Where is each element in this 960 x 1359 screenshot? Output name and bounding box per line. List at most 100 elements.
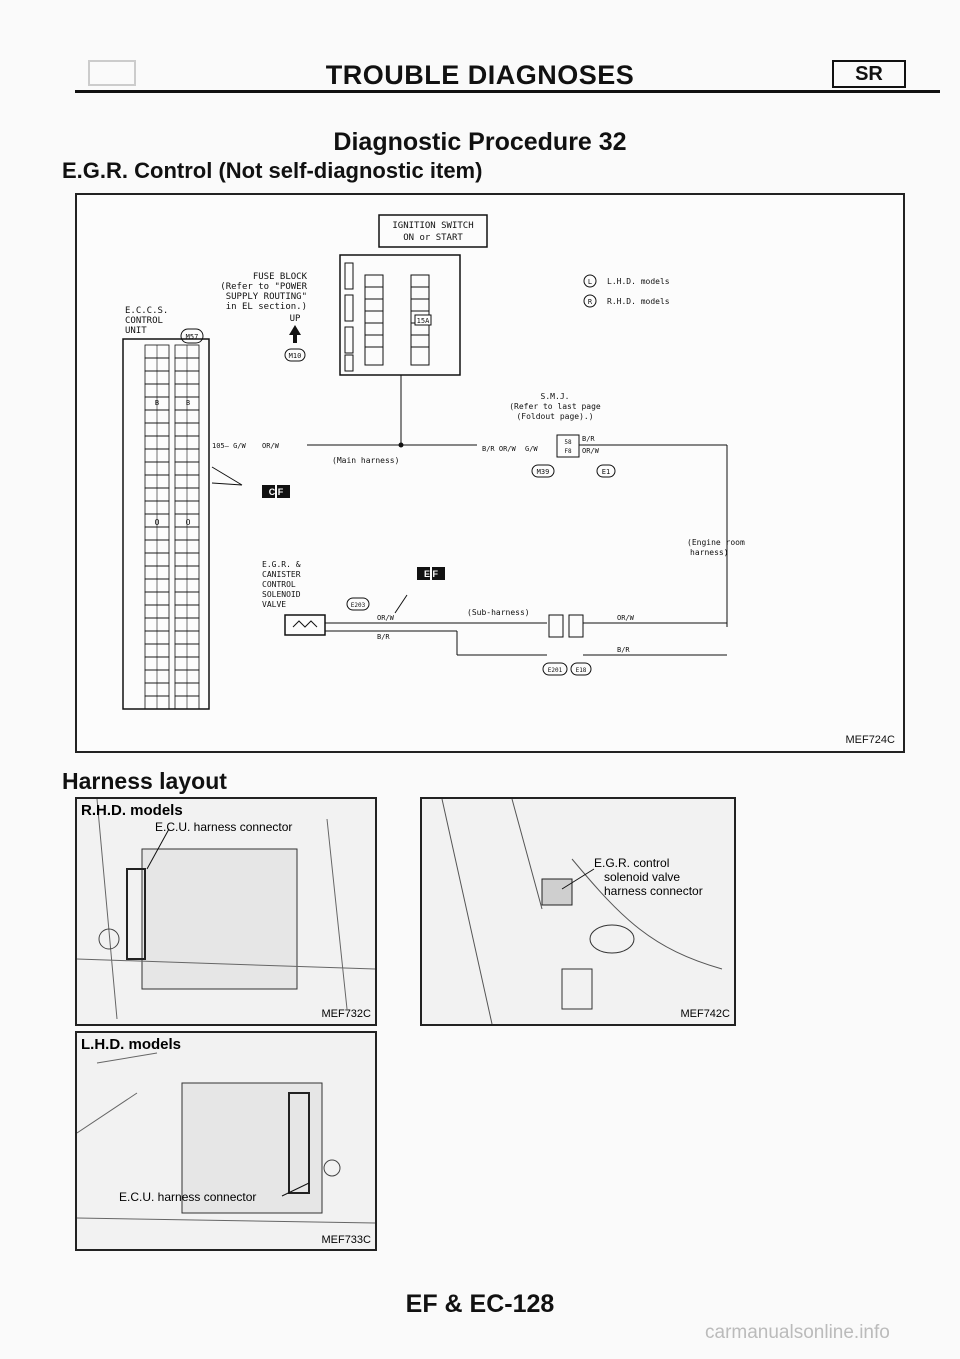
- wire-105: 105— G/W: [212, 442, 247, 450]
- connector-e1-icon: [596, 464, 616, 478]
- smj-label-1: S.M.J.: [541, 392, 570, 401]
- wire-br-right: B/R: [582, 435, 595, 443]
- lhd-callout: E.C.U. harness connector: [119, 1190, 256, 1204]
- egr-wire-br: B/R: [377, 633, 390, 641]
- fuse-block-label-3: SUPPLY ROUTING": [226, 292, 307, 302]
- fuse-block-label-4: in EL section.): [226, 302, 307, 312]
- solenoid-coil-icon: [292, 620, 318, 628]
- ef-label: E F: [424, 569, 439, 579]
- connector-e18: E18: [576, 667, 587, 674]
- sub-harness-label: (Sub-harness): [467, 608, 530, 617]
- diagram-code: MEF724C: [845, 734, 895, 746]
- wire-or-w: OR/W: [262, 442, 280, 450]
- connector-m39: M39: [537, 468, 550, 476]
- ef-box-f: [432, 567, 445, 580]
- fuse-block-label-1: FUSE BLOCK: [253, 272, 308, 282]
- connector-m39-icon: [531, 464, 555, 478]
- smj-connector-box: [556, 434, 580, 458]
- page-header-title: TROUBLE DIAGNOSES: [325, 60, 635, 90]
- connector-m57-icon: [180, 328, 204, 344]
- rhd-code: MEF732C: [321, 1008, 371, 1020]
- procedure-title: Diagnostic Procedure 32: [333, 128, 627, 156]
- ecu-label-2: CONTROL: [125, 316, 163, 326]
- cf-box-f: [277, 485, 290, 498]
- rhd-symbol-icon: [583, 294, 597, 308]
- fuse-15a-box: [414, 314, 432, 326]
- wire-gw: G/W: [525, 445, 538, 453]
- egr-label-4: SOLENOID: [262, 590, 301, 599]
- egr-callout-1: E.G.R. control: [594, 856, 669, 870]
- smj-label-3: (Foldout page).): [516, 412, 593, 421]
- main-harness-label: (Main harness): [332, 456, 399, 465]
- egr-label-1: E.G.R. &: [262, 560, 301, 569]
- fuse-block-frame: [339, 254, 461, 376]
- splice-dot: [398, 442, 404, 448]
- egr-right-br: B/R: [617, 646, 630, 654]
- header-rule: [75, 90, 940, 93]
- lhd-code: MEF733C: [321, 1234, 371, 1246]
- ecu-connector-strips: [144, 344, 200, 710]
- lhd-harness-photo: L.H.D. models E.C.U. harness connector M…: [75, 1031, 377, 1251]
- egr-label-5: VALVE: [262, 600, 286, 609]
- wiring-diagram: IGNITION SWITCH ON or START 15A FUSE BLO…: [75, 193, 905, 753]
- connector-e1: E1: [602, 468, 610, 476]
- ecu-pin-left: B: [155, 399, 159, 407]
- lhd-label: L.H.D. models: [81, 1036, 181, 1053]
- section-subtitle: E.G.R. Control (Not self-diagnostic item…: [62, 158, 483, 183]
- up-arrow-icon: [289, 325, 301, 343]
- rhd-symbol: R: [588, 298, 593, 306]
- engine-room-label-2: harness): [690, 548, 729, 557]
- lhd-symbol-icon: [583, 274, 597, 288]
- ecu-frame: [122, 338, 210, 710]
- cf-box-c: [262, 485, 275, 498]
- ef-pointer-icon: [394, 594, 408, 614]
- rhd-photo-svg: R.H.D. models E.C.U. harness connector M…: [77, 799, 375, 1020]
- watermark: carmanualsonline.info: [705, 1322, 890, 1343]
- connector-e18-icon: [570, 662, 592, 676]
- smj-label-2: (Refer to last page: [509, 402, 601, 411]
- ecu-label-1: E.C.C.S.: [125, 306, 168, 316]
- egr-label-3: CONTROL: [262, 580, 296, 589]
- wire-orw-right: OR/W: [582, 447, 600, 455]
- section-tab-left: [88, 60, 136, 86]
- lhd-symbol: L: [588, 278, 592, 286]
- egr-harness-photo: E.G.R. control solenoid valve harness co…: [420, 797, 736, 1026]
- ecu-pin-right: B: [186, 399, 190, 407]
- ecu-pin-mid-left: O: [155, 518, 160, 527]
- connector-e18-box: [568, 614, 584, 638]
- connector-m10-icon: [284, 348, 306, 362]
- fuse-block-label-2: (Refer to "POWER: [220, 282, 307, 292]
- rhd-harness-photo: R.H.D. models E.C.U. harness connector M…: [75, 797, 377, 1026]
- pointer-arrow-icon: [211, 466, 243, 486]
- page-footer: EF & EC-128: [405, 1290, 555, 1318]
- ecu-label-3: UNIT: [125, 326, 147, 336]
- egr-wire-orw: OR/W: [377, 614, 395, 622]
- wiring-diagram-svg: IGNITION SWITCH ON or START 15A FUSE BLO…: [122, 214, 895, 746]
- rhd-note: R.H.D. models: [607, 297, 670, 306]
- ecu-pin-mid-right: O: [186, 518, 191, 527]
- cf-label: C F: [269, 487, 284, 497]
- pin-58: 58: [564, 439, 572, 446]
- connector-m10: M10: [289, 352, 302, 360]
- connector-e203: E203: [351, 602, 366, 609]
- ef-box-e: [417, 567, 430, 580]
- rhd-label: R.H.D. models: [81, 802, 183, 819]
- ignition-switch-label-2: ON or START: [403, 233, 463, 243]
- section-badge: SR: [832, 60, 906, 88]
- rhd-callout: E.C.U. harness connector: [155, 820, 292, 834]
- fuse-rating: 15A: [417, 317, 430, 325]
- lhd-note: L.H.D. models: [607, 277, 670, 286]
- harness-layout-title: Harness layout: [62, 768, 227, 794]
- egr-photo-svg: E.G.R. control solenoid valve harness co…: [441, 799, 730, 1024]
- egr-callout-3: harness connector: [604, 884, 703, 898]
- egr-label-2: CANISTER: [262, 570, 301, 579]
- egr-code: MEF742C: [680, 1008, 730, 1020]
- connector-e201-box: [548, 614, 564, 638]
- connector-e201-icon: [542, 662, 568, 676]
- connector-e203-icon: [346, 597, 370, 611]
- egr-right-orw: OR/W: [617, 614, 635, 622]
- ignition-switch-label-1: IGNITION SWITCH: [392, 221, 473, 231]
- up-label: UP: [290, 314, 301, 324]
- engine-room-label-1: (Engine room: [687, 538, 745, 547]
- wire-br-orw: B/R OR/W: [482, 445, 517, 453]
